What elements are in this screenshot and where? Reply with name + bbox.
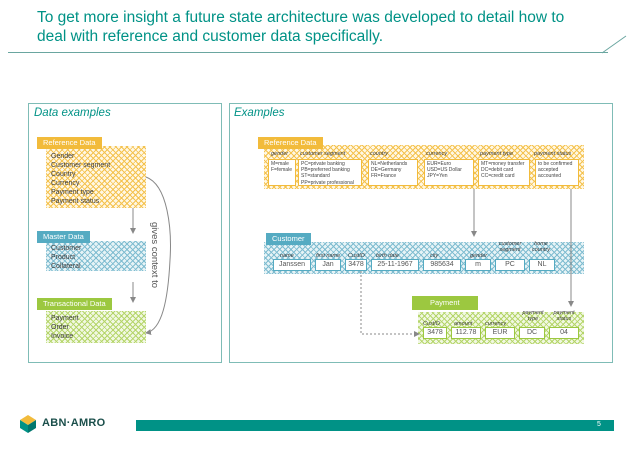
cust-value-first-name: Jan — [315, 259, 341, 271]
data-examples-panel — [28, 103, 222, 363]
cust-label-custid: CustID — [348, 253, 365, 259]
reference-data-tag: Reference Data — [37, 137, 102, 149]
pay-value-payment-type: DC — [519, 327, 545, 339]
title-divider — [8, 52, 608, 53]
cust-label-segment: customer segment — [498, 241, 522, 253]
cust-value-custid: 3478 — [345, 259, 367, 271]
pay-label-currency: currency — [485, 321, 507, 327]
master-data-box — [46, 241, 146, 271]
pay-value-currency: EUR — [485, 327, 515, 339]
cust-value-home-country: NL — [529, 259, 555, 271]
reference-data-box — [46, 146, 146, 208]
page-number: 5 — [597, 421, 601, 428]
ref-col-label-payment-type: payment type — [480, 151, 514, 157]
ref-col-label-segment: customer segment — [300, 151, 346, 157]
ref-col-label-payment-status: payment status — [534, 151, 572, 157]
page-title: To get more insight a future state archi… — [37, 9, 565, 45]
ref-col-label-country: country — [370, 151, 389, 157]
ref-col-label-gender: gender — [271, 151, 289, 157]
pay-label-custid: CustID — [423, 321, 440, 327]
cust-label-city: city — [430, 253, 439, 259]
cust-value-gender: m — [465, 259, 491, 271]
customer-tag: Customer — [266, 233, 311, 245]
master-data-tag: Master Data — [37, 231, 90, 243]
transactional-data-tag: Transactional Data — [37, 298, 112, 310]
transactional-data-box — [46, 311, 146, 343]
pay-label-payment-type: payment type — [522, 310, 544, 322]
abn-amro-logo: ABN·AMRO — [18, 414, 128, 434]
cust-value-city: 985634 — [423, 259, 461, 271]
cust-label-gender: gender — [470, 253, 488, 259]
ref-col-label-currency: currency — [426, 151, 448, 157]
examples-heading: Examples — [234, 107, 285, 119]
cust-label-name: name — [280, 253, 294, 259]
reference-examples-tag: Reference Data — [258, 137, 323, 149]
pay-label-payment-status: payment status — [553, 310, 575, 322]
logo-wordmark: ABN·AMRO — [42, 417, 106, 429]
cust-value-segment: PC — [495, 259, 525, 271]
pay-value-custid: 3478 — [423, 327, 447, 339]
cust-label-first-name: first name — [316, 253, 341, 259]
pay-value-payment-status: 04 — [549, 327, 579, 339]
examples-panel — [229, 103, 613, 363]
footer-bar — [136, 420, 614, 431]
data-examples-heading: Data examples — [34, 107, 111, 119]
cust-value-birth-date: 25-11-1967 — [371, 259, 419, 271]
title-slash-mark — [601, 35, 627, 54]
cust-label-birth-date: birth date — [376, 253, 399, 259]
cust-label-home-country: home country — [531, 241, 551, 253]
payment-tag: Payment — [412, 296, 478, 310]
shield-icon — [20, 415, 36, 433]
cust-value-name: Janssen — [273, 259, 311, 271]
pay-value-amount: 112.78 — [451, 327, 481, 339]
pay-label-amount: amount — [454, 321, 473, 327]
